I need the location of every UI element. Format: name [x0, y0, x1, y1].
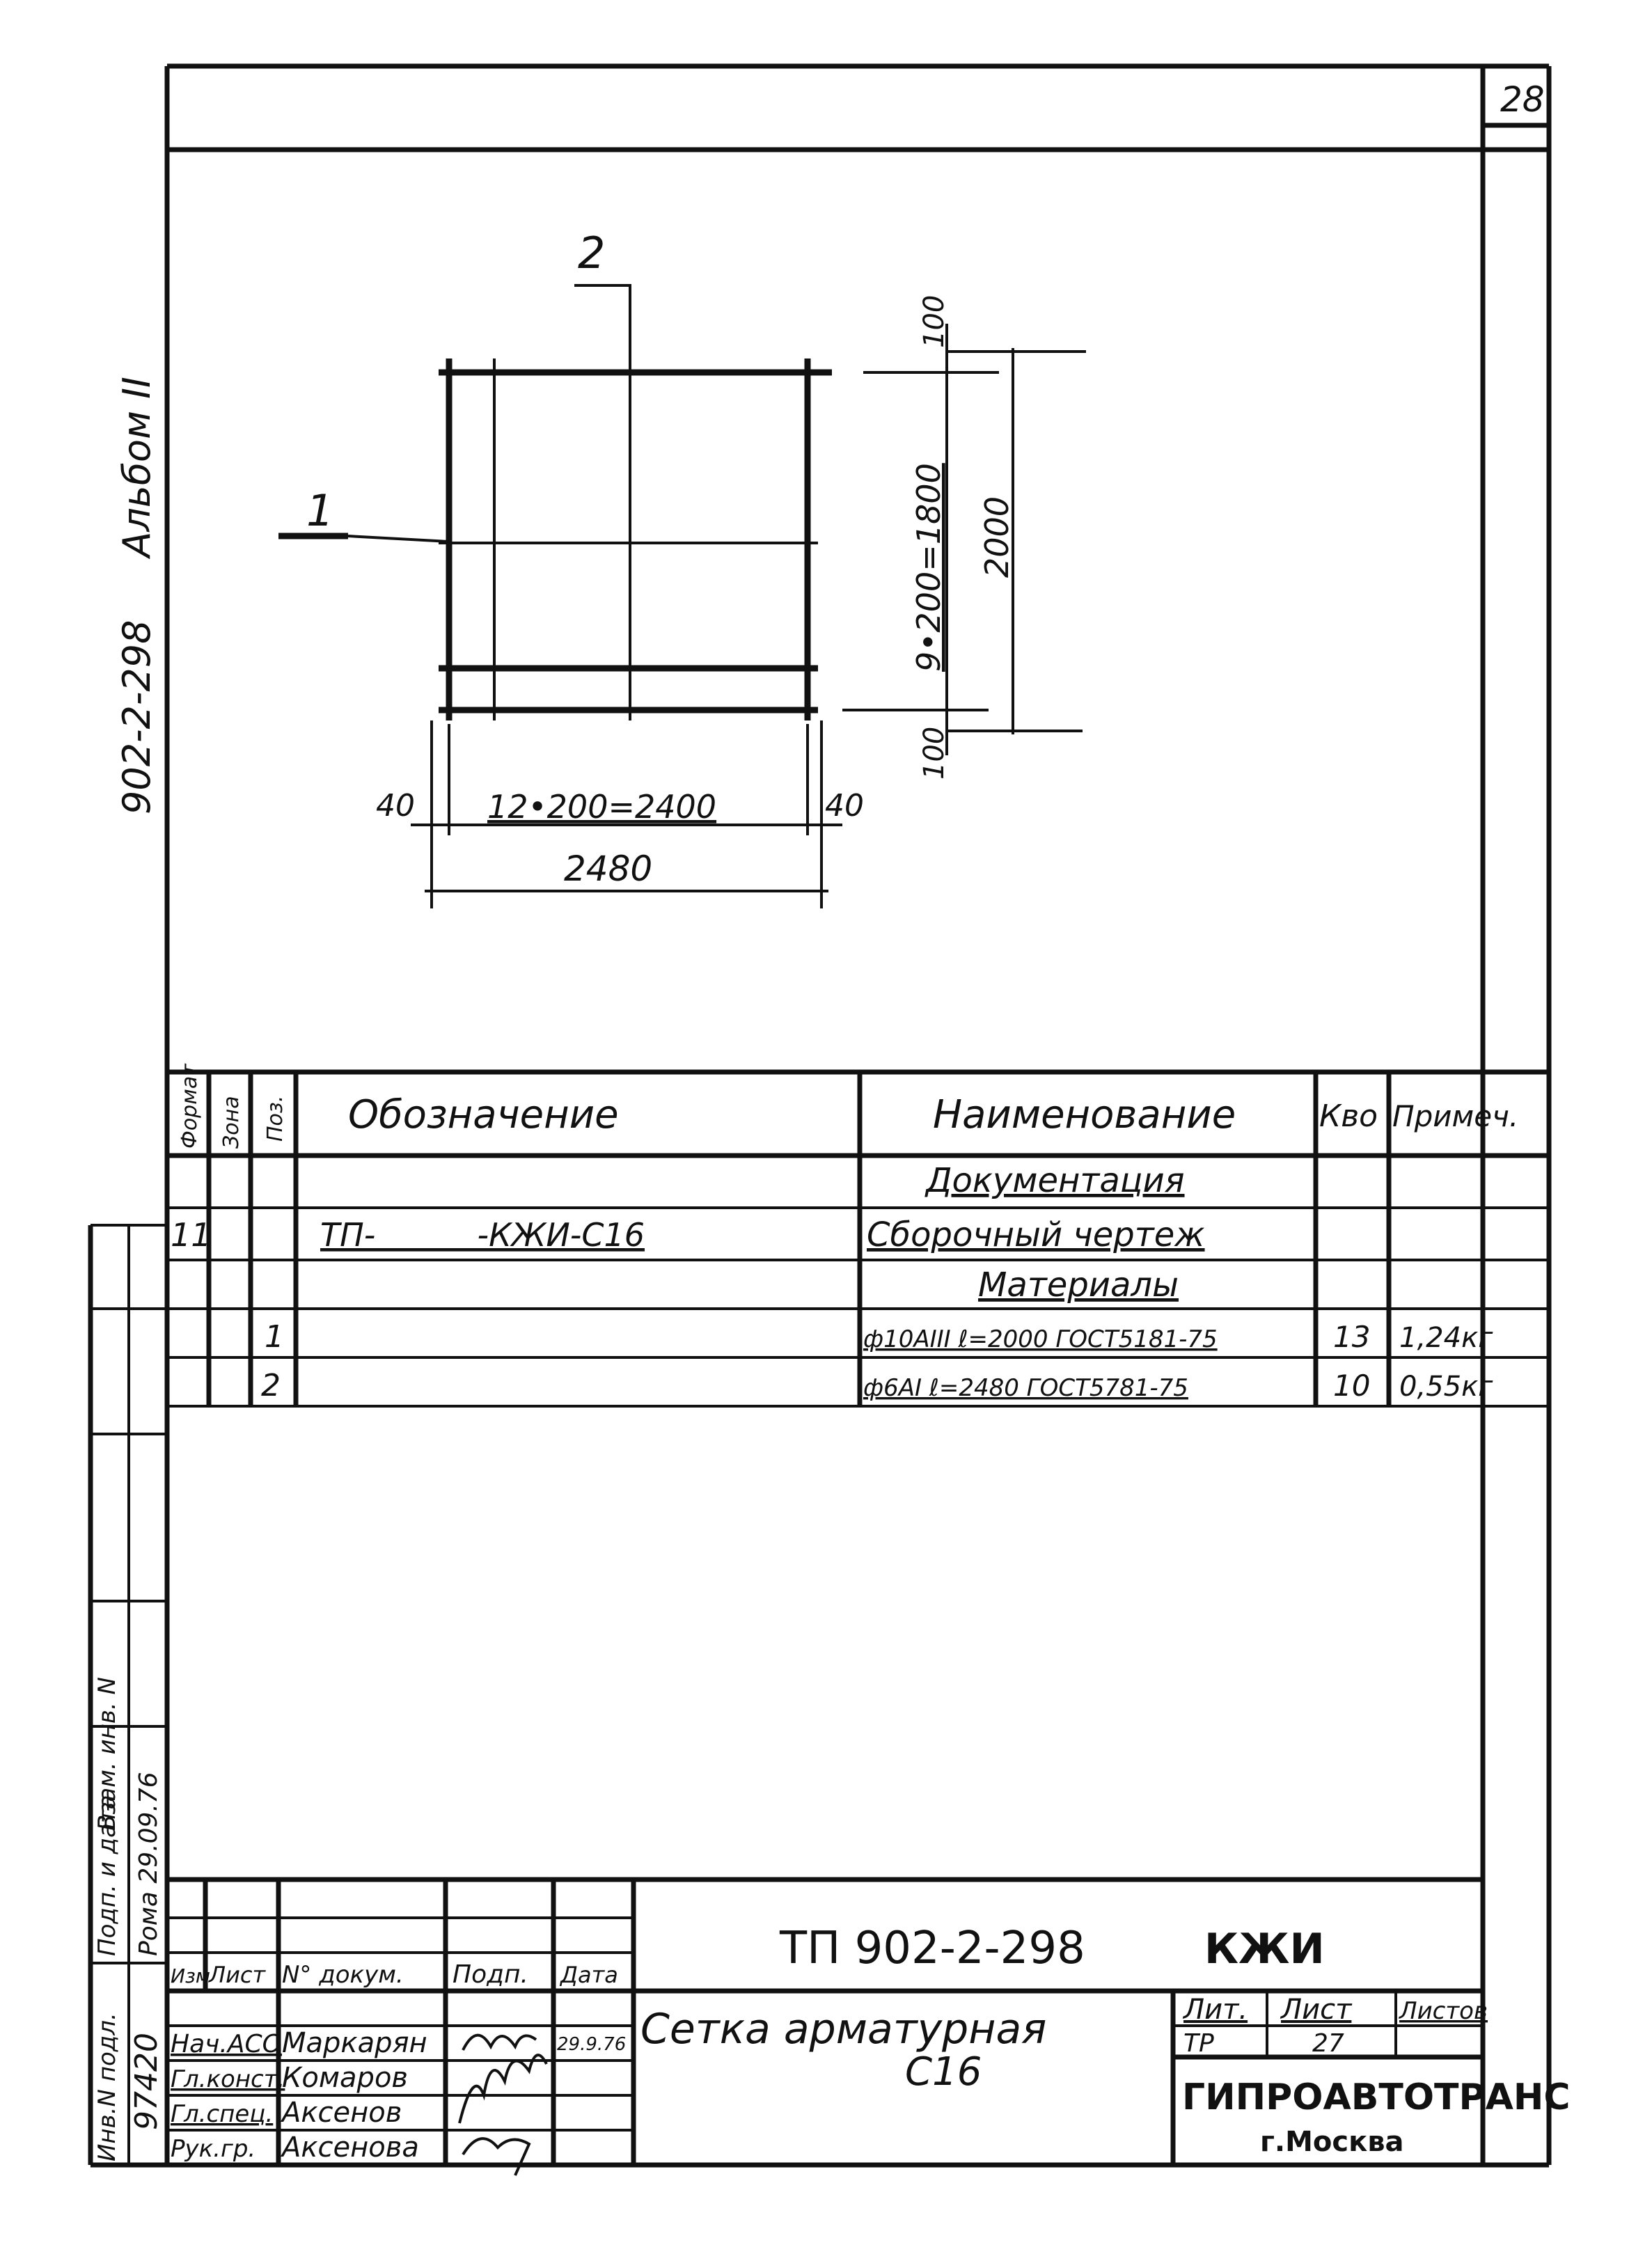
tb-col-izm: Изм: [171, 1964, 210, 1987]
tb-role-name: Маркарян: [282, 2027, 427, 2059]
dim-right-edge: 40: [825, 788, 864, 824]
tb-col-sign: Подп.: [453, 1960, 528, 1989]
table-row-note: 1,24кг: [1399, 1322, 1493, 1354]
tb-role: Рук.гр.: [171, 2135, 255, 2163]
col-header-designation: Обозначение: [348, 1092, 619, 1137]
side-inv-original: Инв.N подл.: [93, 2012, 121, 2161]
table-row-name: ф6АI ℓ=2480 ГОСТ5781-75: [863, 1374, 1188, 1402]
tb-lit-value: ТР: [1183, 2029, 1214, 2058]
table-row-pos: 2: [261, 1368, 281, 1403]
side-replaced-inv: Взам. инв. N: [93, 1677, 121, 1831]
tb-role-date: 29.9.76: [557, 2034, 626, 2055]
table-row-name: ф10АIII ℓ=2000 ГОСТ5181-75: [863, 1325, 1218, 1353]
doc-title-line1: Сетка арматурная: [640, 2005, 1046, 2054]
bar-label-2: 2: [578, 228, 605, 278]
tb-role: Гл.конст.: [171, 2065, 285, 2093]
tb-lit-header: Лит.: [1182, 1994, 1248, 2026]
mesh-drawing: 2 1 40 12•200=2400 40 2480 100 9•2: [278, 228, 1086, 908]
tb-col-doc: N° докум.: [282, 1961, 404, 1989]
tb-sheet-value: 27: [1312, 2029, 1344, 2058]
signature-scribble: [462, 2137, 531, 2176]
tb-col-date: Дата: [559, 1962, 618, 1988]
org-city: г.Москва: [1260, 2126, 1404, 2158]
tb-role-name: Аксенова: [280, 2132, 419, 2164]
side-sign-value: Рома 29.09.76: [134, 1772, 163, 1956]
signature-scribble: [458, 2054, 548, 2124]
title-block: Изм Лист N° докум. Подп. Дата Нач.АСО Ма…: [167, 1877, 1571, 2176]
dim-left-edge: 40: [376, 788, 415, 824]
tb-role: Нач.АСО: [171, 2030, 282, 2058]
album-label: 902-2-298Альбом II: [115, 377, 159, 814]
doc-mark: КЖИ: [1204, 1925, 1325, 1974]
table-row-pos: 1: [265, 1319, 284, 1355]
table-row-name: Сборочный чертеж: [867, 1215, 1205, 1254]
col-header-format: Формат: [178, 1063, 202, 1149]
table-row-format: 11: [171, 1216, 212, 1254]
col-header-zone: Зона: [219, 1096, 244, 1149]
side-inv-value: 97420: [129, 2033, 164, 2130]
dim-total-width: 2480: [564, 849, 652, 889]
col-header-qty: Кво: [1319, 1098, 1378, 1134]
col-header-note: Примеч.: [1392, 1099, 1518, 1133]
spec-table: Формат Зона Поз. Обозначение Наименовани…: [167, 1063, 1549, 1408]
side-sign-date: Подп. и дата: [93, 1795, 121, 1956]
dim-horizontal-span: 12•200=2400: [487, 788, 716, 826]
horizontal-dimensions: 40 12•200=2400 40 2480: [376, 720, 864, 908]
tb-role-name: Комаров: [282, 2062, 408, 2094]
dim-vertical-span: 9•200=1800: [910, 463, 947, 672]
signature-scribble: [462, 2033, 537, 2051]
tb-sheets-header: Листов: [1398, 1997, 1488, 2025]
table-row-name: Документация: [925, 1161, 1185, 1200]
table-row-qty: 13: [1333, 1320, 1370, 1354]
table-row-qty: 10: [1333, 1369, 1370, 1403]
tb-role-name: Аксенов: [280, 2097, 402, 2129]
table-row-designation: ТП- -КЖИ-С16: [320, 1216, 645, 1254]
tb-sheet-header: Лист: [1280, 1994, 1353, 2026]
vertical-dimensions: 100 9•200=1800 100 2000: [842, 295, 1086, 780]
org-name: ГИПРОАВТОТРАНС: [1182, 2077, 1571, 2118]
dim-total-height: 2000: [978, 496, 1016, 578]
table-row-note: 0,55кг: [1399, 1371, 1493, 1403]
tb-col-list: Лист: [208, 1962, 266, 1988]
bar-label-1: 1: [306, 485, 333, 536]
dim-bottom-edge: 100: [918, 727, 950, 780]
doc-code: ТП 902-2-298: [779, 1923, 1085, 1974]
side-stamp: Инв.N подл. Подп. и дата Взам. инв. N 97…: [88, 1224, 167, 2168]
dim-top-edge: 100: [918, 295, 950, 348]
tb-role: Гл.спец.: [171, 2100, 273, 2128]
doc-title-line2: С16: [905, 2049, 982, 2095]
sheet-number: 28: [1500, 79, 1545, 120]
col-header-name: Наименование: [933, 1092, 1236, 1137]
col-header-pos: Поз.: [263, 1096, 288, 1142]
sheet-frame: [164, 63, 1552, 2168]
table-row-name: Материалы: [978, 1266, 1179, 1305]
